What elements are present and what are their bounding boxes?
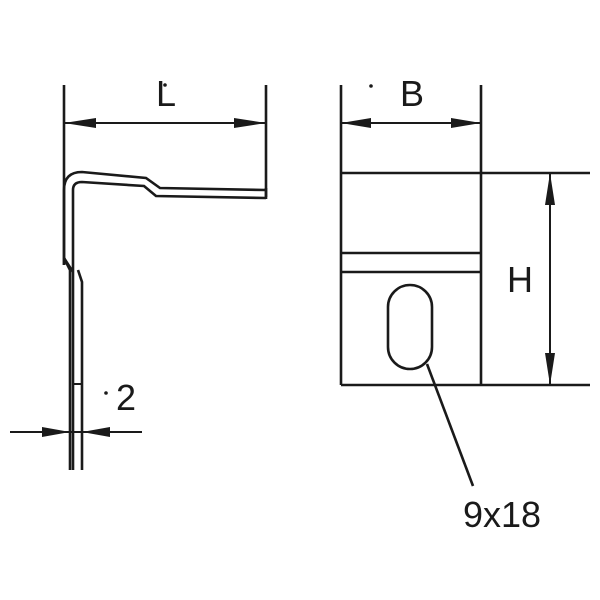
side-view: L 2 bbox=[10, 73, 268, 470]
label-length: L bbox=[156, 73, 176, 114]
slot-leader-line bbox=[425, 363, 475, 487]
label-slot-size: 9x18 bbox=[463, 494, 541, 535]
front-view: B H 9x18 bbox=[339, 73, 590, 535]
arrowhead-thickness-left bbox=[42, 427, 70, 437]
label-dot bbox=[104, 391, 108, 395]
bracket-outline-outer bbox=[62, 170, 267, 265]
arrowhead-thickness-right bbox=[82, 427, 110, 437]
arrowhead-h-top bbox=[545, 173, 555, 205]
arrowhead-b-left bbox=[341, 118, 371, 128]
arrowhead-right bbox=[234, 118, 266, 128]
bracket-leg-outer bbox=[62, 257, 72, 470]
label-dot bbox=[369, 84, 373, 88]
label-width: B bbox=[400, 73, 424, 114]
label-thickness: 2 bbox=[116, 377, 136, 418]
arrowhead-left bbox=[64, 118, 96, 128]
bracket-outline-inner bbox=[62, 180, 267, 470]
slot-hole bbox=[386, 283, 434, 371]
bracket-leg-inner bbox=[76, 269, 84, 470]
arrowhead-h-bottom bbox=[545, 353, 555, 385]
label-dot bbox=[163, 83, 167, 87]
arrowhead-b-right bbox=[451, 118, 481, 128]
label-height: H bbox=[507, 259, 533, 300]
